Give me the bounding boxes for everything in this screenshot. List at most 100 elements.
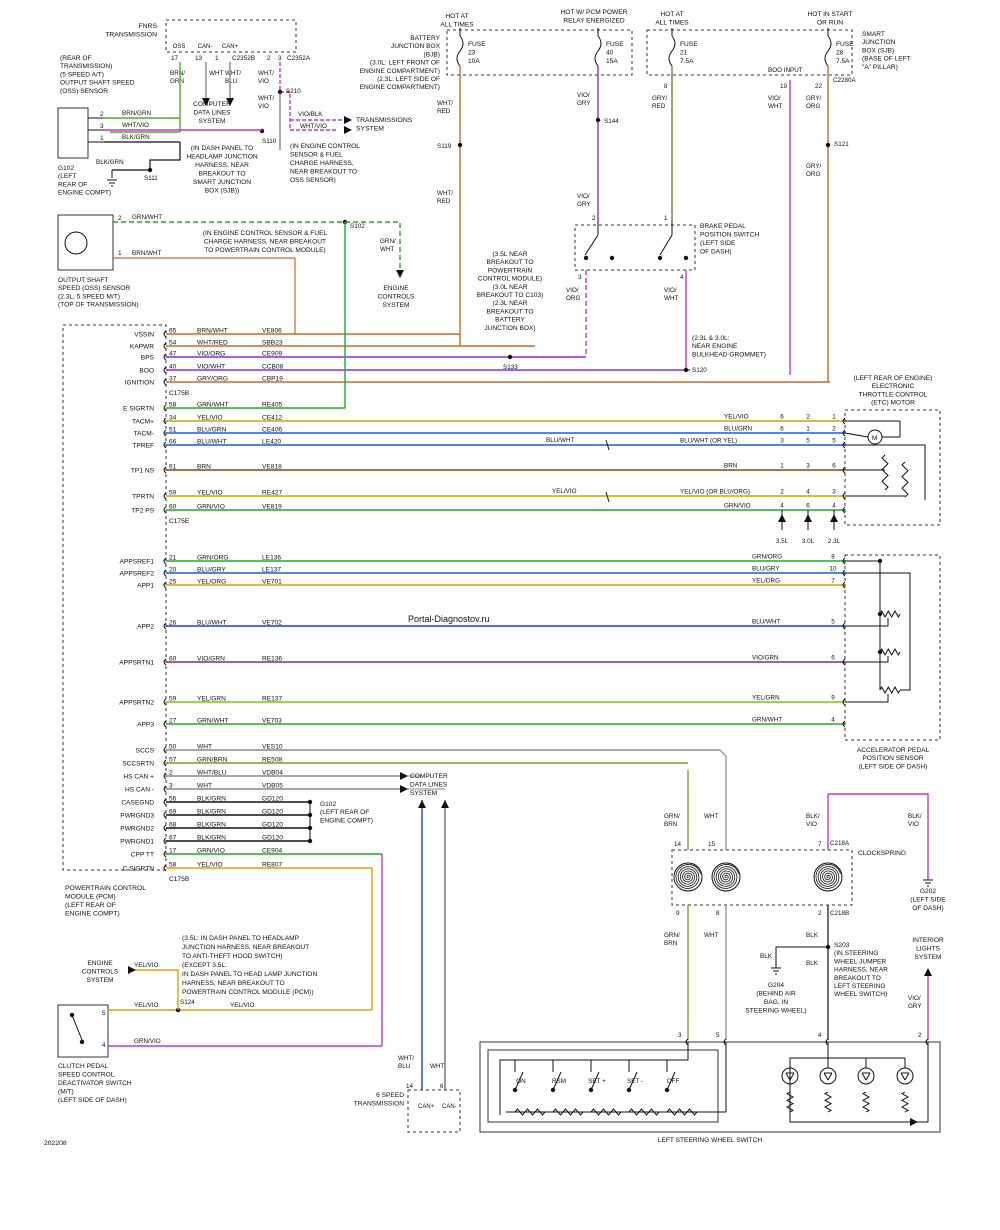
pcm-terminal [163,492,167,500]
s102-note: TO POWERTRAIN CONTROL MODULE) [204,247,326,254]
s120-note: NEAR ENGINE [692,343,738,350]
computer-data-label: SYSTEM [198,118,225,125]
pcm-terminal [163,557,167,565]
etc-pin: 3 [780,438,784,445]
oss-manual-label: SPEED (OSS) SENSOR [58,285,130,292]
label: GRY [577,100,591,107]
pcm-pin-name: KAPWR [130,344,154,351]
six-speed-box [407,1089,461,1133]
s203-note: S203 [834,942,850,949]
arrow-icon [128,966,136,974]
transmission-system-label: TRANSMISSIONS [356,117,413,124]
engine-size: 3.0L [802,538,815,545]
pcm-title: (LEFT REAR OF [65,902,116,909]
splice-dot [79,1039,85,1045]
clockspring-coil-icon [675,863,702,889]
etc-wire-label: BRN [724,463,738,470]
label: BRN [664,821,678,828]
s210-note: BOX (SJB)) [205,188,239,195]
fnrs-connector: C2352B [232,55,255,62]
etc-pin: 5 [806,438,810,445]
arrow-icon [202,98,210,106]
label: ORG [806,103,820,110]
switch-bank-box [487,1049,719,1123]
etc-pin: 4 [806,489,810,496]
pcm-pin-number: 57 [169,757,177,764]
apps-term: 6 [831,655,835,662]
s133-note: BATTERY [495,317,525,324]
pcm-terminal [163,404,167,412]
pcm-circuit-id: VDB04 [262,770,283,777]
label: WHT [209,70,223,77]
label: BLU [398,1063,411,1070]
terminal [842,658,846,666]
bjb-label: (3.0L: LEFT FRONT OF [370,60,440,67]
label: BLK [806,932,819,939]
s110-note: SENSOR & FUEL [290,152,343,159]
pcm-wire-color: BLU/WHT [197,620,227,627]
terminal [723,1038,727,1046]
transmission-system-label: SYSTEM [356,126,384,133]
label: 2 [592,215,596,222]
wire [514,1071,524,1091]
apps-wire-label: BLU/WHT [752,619,780,626]
label: RED [652,103,666,110]
wire [789,1072,795,1081]
label: S119 [437,143,452,150]
splice-dot [825,142,831,148]
s203-note: (IN STEERING [834,950,878,957]
apps-label: POSITION SENSOR [862,755,923,762]
terminal [925,1038,929,1046]
brake-switch-label: BRAKE PEDAL [700,223,746,230]
label: BLU/WHT [546,437,574,444]
arrow-icon [344,126,352,134]
apps-wire-label: YEL/GRN [752,695,780,702]
pcm-circuit-id: LE137 [262,567,281,574]
etc-wire-label: BLU/GRN [724,426,752,433]
fuse-28: 28 [836,50,844,57]
clockspring-coil-icon [815,863,842,889]
g204-label: STEERING WHEEL) [745,1008,806,1015]
label: WHT/ [437,100,453,107]
splice-dot [595,117,601,123]
splice-dot [877,558,883,564]
pcm-pin-name: E SIGRTN [123,406,154,413]
label: WHT/ [437,190,453,197]
etc-label: (LEFT REAR OF ENGINE) [854,375,933,382]
s210-note: SMART JUNCTION [193,179,251,186]
pcm-wire-color: BLK/GRN [197,835,226,842]
pcm-wire-color: BLK/GRN [197,796,226,803]
label: S124 [180,999,195,1006]
pcm-terminal [163,772,167,780]
etc-wire-label: BLU/WHT (OR YEL) [680,438,737,445]
pcm-wire-color: YEL/VIO [197,490,223,497]
terminal [842,698,846,706]
label: WHT/VIO [122,122,149,129]
label: WHT [704,813,718,820]
engine-controls-label-2: ENGINE [87,960,113,967]
s203-note: LEFT STEERING [834,983,886,990]
label: S102 [350,223,365,230]
pcm-wire-color: GRY/ORG [197,376,228,383]
pcm-terminal [163,353,167,361]
pcm-wire-color: GRN/ORG [197,555,229,562]
label: 4 [102,1042,106,1049]
switch-label: RSM [552,1078,566,1085]
s203-note: HARNESS, NEAR [834,967,888,974]
pcm-pin-number: 66 [169,439,177,446]
pcm-pin-number: 67 [169,835,177,842]
sjb-label: BOX (SJB) [862,47,894,54]
pcm-circuit-id: VE806 [262,328,282,335]
wire [345,221,401,275]
label: 9 [676,910,680,917]
label: 2 [118,215,122,222]
label: CAN+ [418,1104,435,1110]
computer-data-label-2: SYSTEM [410,790,437,797]
label: WHT/ [258,70,274,77]
splice-dot [69,1012,75,1018]
pcm-pin-number: 54 [169,340,177,347]
pcm-circuit-id: RE405 [262,402,282,409]
wire [865,1072,871,1081]
label: VIO [258,78,269,85]
